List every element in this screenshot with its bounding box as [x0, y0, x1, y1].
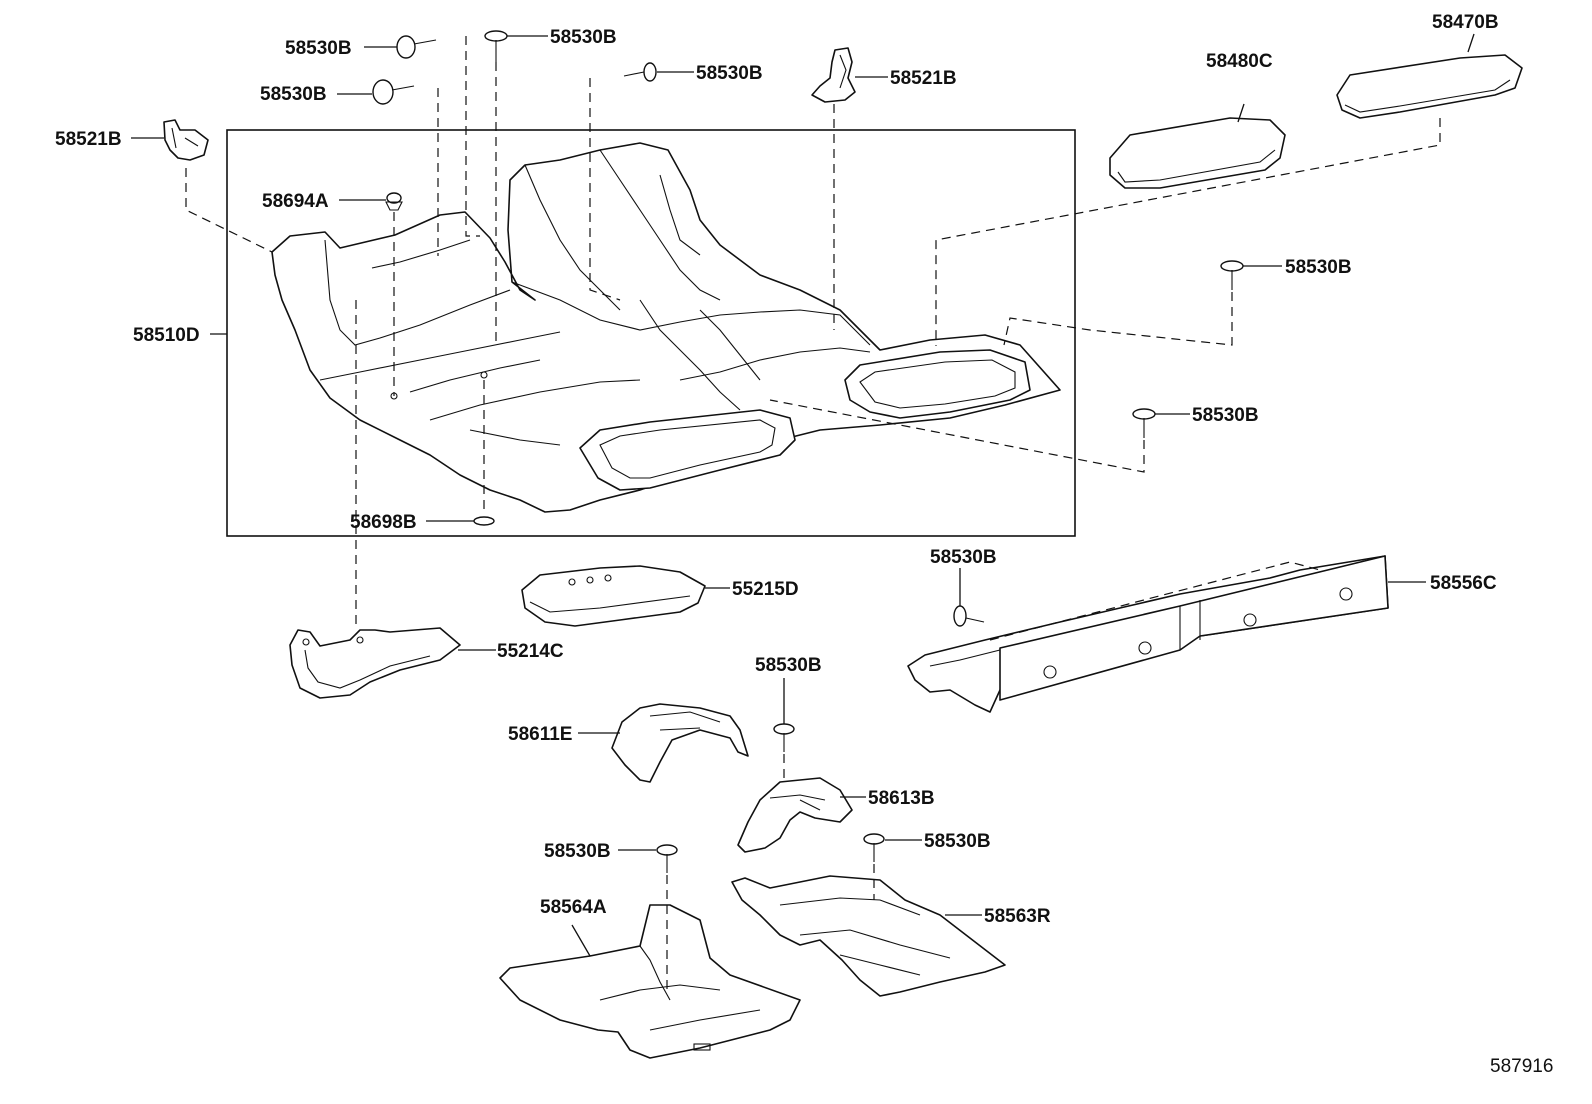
- label-58563R: 58563R: [984, 906, 1051, 927]
- mat-58563R: [731, 875, 1006, 997]
- bracket-58613B: [737, 777, 853, 853]
- label-58613B: 58613B: [868, 788, 935, 809]
- trim-55215D: [521, 565, 706, 627]
- label-55214C: 55214C: [497, 641, 564, 662]
- carpet-assembly-frame: [226, 129, 1076, 537]
- label-58530B-a: 58530B: [285, 38, 352, 59]
- label-58530B-h: 58530B: [755, 655, 822, 676]
- label-58530B-d: 58530B: [696, 63, 763, 84]
- panel-58556C: [907, 555, 1389, 713]
- label-58530B-j: 58530B: [544, 841, 611, 862]
- label-58510D: 58510D: [133, 325, 200, 346]
- label-58530B-i: 58530B: [924, 831, 991, 852]
- bracket-58611E: [611, 703, 749, 783]
- floor-carpet-58510D: [271, 142, 1061, 513]
- label-58530B-e: 58530B: [1285, 257, 1352, 278]
- trim-55214C: [289, 627, 461, 699]
- fastener-group: [372, 30, 1244, 873]
- label-58611E: 58611E: [508, 724, 572, 745]
- assembly-lines: [185, 36, 1441, 990]
- label-58556C: 58556C: [1430, 573, 1497, 594]
- part-labels: 58530B 58530B 58530B 58530B 58521B 58521…: [55, 12, 1553, 1077]
- label-58564A: 58564A: [540, 897, 607, 918]
- label-58530B-g: 58530B: [930, 547, 997, 568]
- clip-58521B-top: [811, 47, 856, 103]
- figure-id: 587916: [1490, 1056, 1553, 1077]
- label-58470B: 58470B: [1432, 12, 1499, 33]
- label-58521B-top: 58521B: [890, 68, 957, 89]
- label-58530B-c: 58530B: [550, 27, 617, 48]
- label-58530B-f: 58530B: [1192, 405, 1259, 426]
- label-55215D: 55215D: [732, 579, 799, 600]
- label-58698B: 58698B: [350, 512, 417, 533]
- leader-lines: [131, 33, 1475, 957]
- label-58480C: 58480C: [1206, 51, 1273, 72]
- label-58694A: 58694A: [262, 191, 329, 212]
- pad-58480C: [1109, 117, 1286, 189]
- mat-58564A: [499, 904, 801, 1059]
- label-58521B-left: 58521B: [55, 129, 122, 150]
- label-58530B-b: 58530B: [260, 84, 327, 105]
- pad-58470B: [1336, 54, 1523, 119]
- clip-58521B-left: [163, 119, 209, 161]
